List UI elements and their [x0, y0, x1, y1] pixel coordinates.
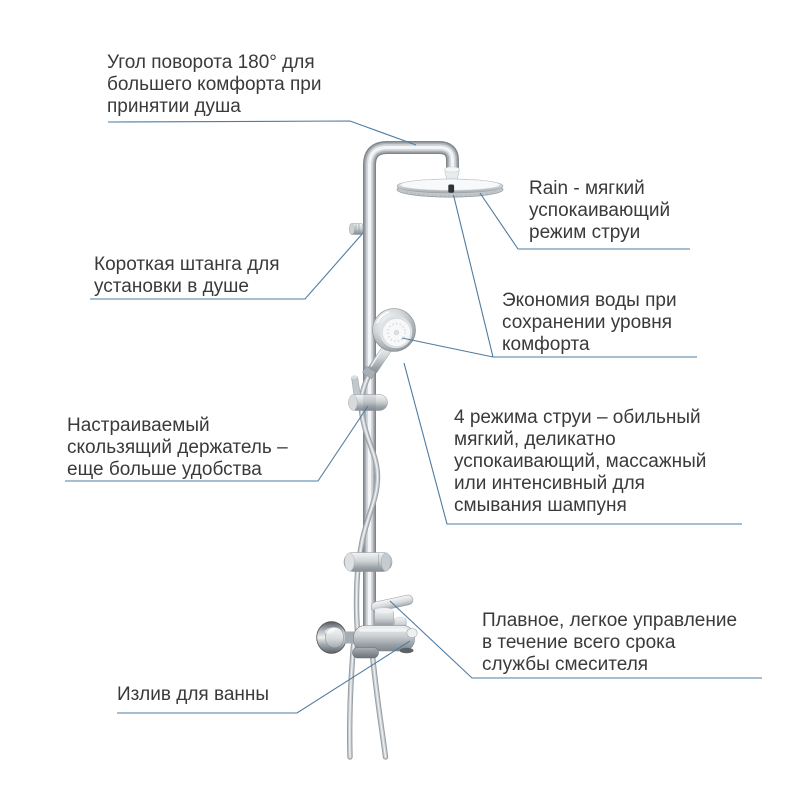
bath-spout [399, 647, 414, 654]
hose-strands [346, 642, 389, 760]
callout-glide-holder: Настраиваемый скользящий держатель – еще… [67, 415, 288, 480]
wall-bracket [343, 552, 393, 572]
rain-shower-head [396, 166, 504, 198]
mixer [316, 594, 418, 659]
callout-line-glide-holder [65, 405, 369, 482]
callout-line-bath-spout [117, 640, 411, 714]
callout-rain-spray: Rain - мягкий успокаивающий режим струи [529, 178, 671, 243]
callout-short-rail: Короткая штанга для установки в душе [94, 254, 280, 297]
holder-pin [351, 376, 361, 397]
callout-line-short-rail [90, 232, 364, 300]
callout-swivel-angle: Угол поворота 180° для большего комфорта… [107, 52, 322, 117]
callout-lines [65, 120, 762, 714]
mixer-body [353, 625, 415, 652]
diverter-knob [348, 223, 364, 235]
slide-holder [348, 375, 388, 411]
shower-hose [353, 372, 381, 635]
hose-nut [362, 365, 376, 380]
shower-pipe [363, 141, 459, 650]
callout-line-smooth-control [389, 600, 762, 679]
callout-water-saving: Экономия воды при сохранении уровня комф… [502, 290, 677, 355]
callout-line-spray-modes [403, 362, 742, 525]
head-center-notch [448, 184, 455, 193]
callout-smooth-control: Плавное, легкое управление в течение все… [482, 610, 738, 675]
callout-line-water-saving-branch [452, 194, 494, 358]
callout-bath-spout: Излив для ванны [117, 684, 270, 705]
callout-line-rain-spray [479, 192, 690, 250]
callout-spray-modes: 4 режима струи – обильный мягкий, делика… [454, 407, 707, 516]
callout-line-swivel-angle [107, 120, 417, 146]
hand-shower [362, 308, 416, 380]
